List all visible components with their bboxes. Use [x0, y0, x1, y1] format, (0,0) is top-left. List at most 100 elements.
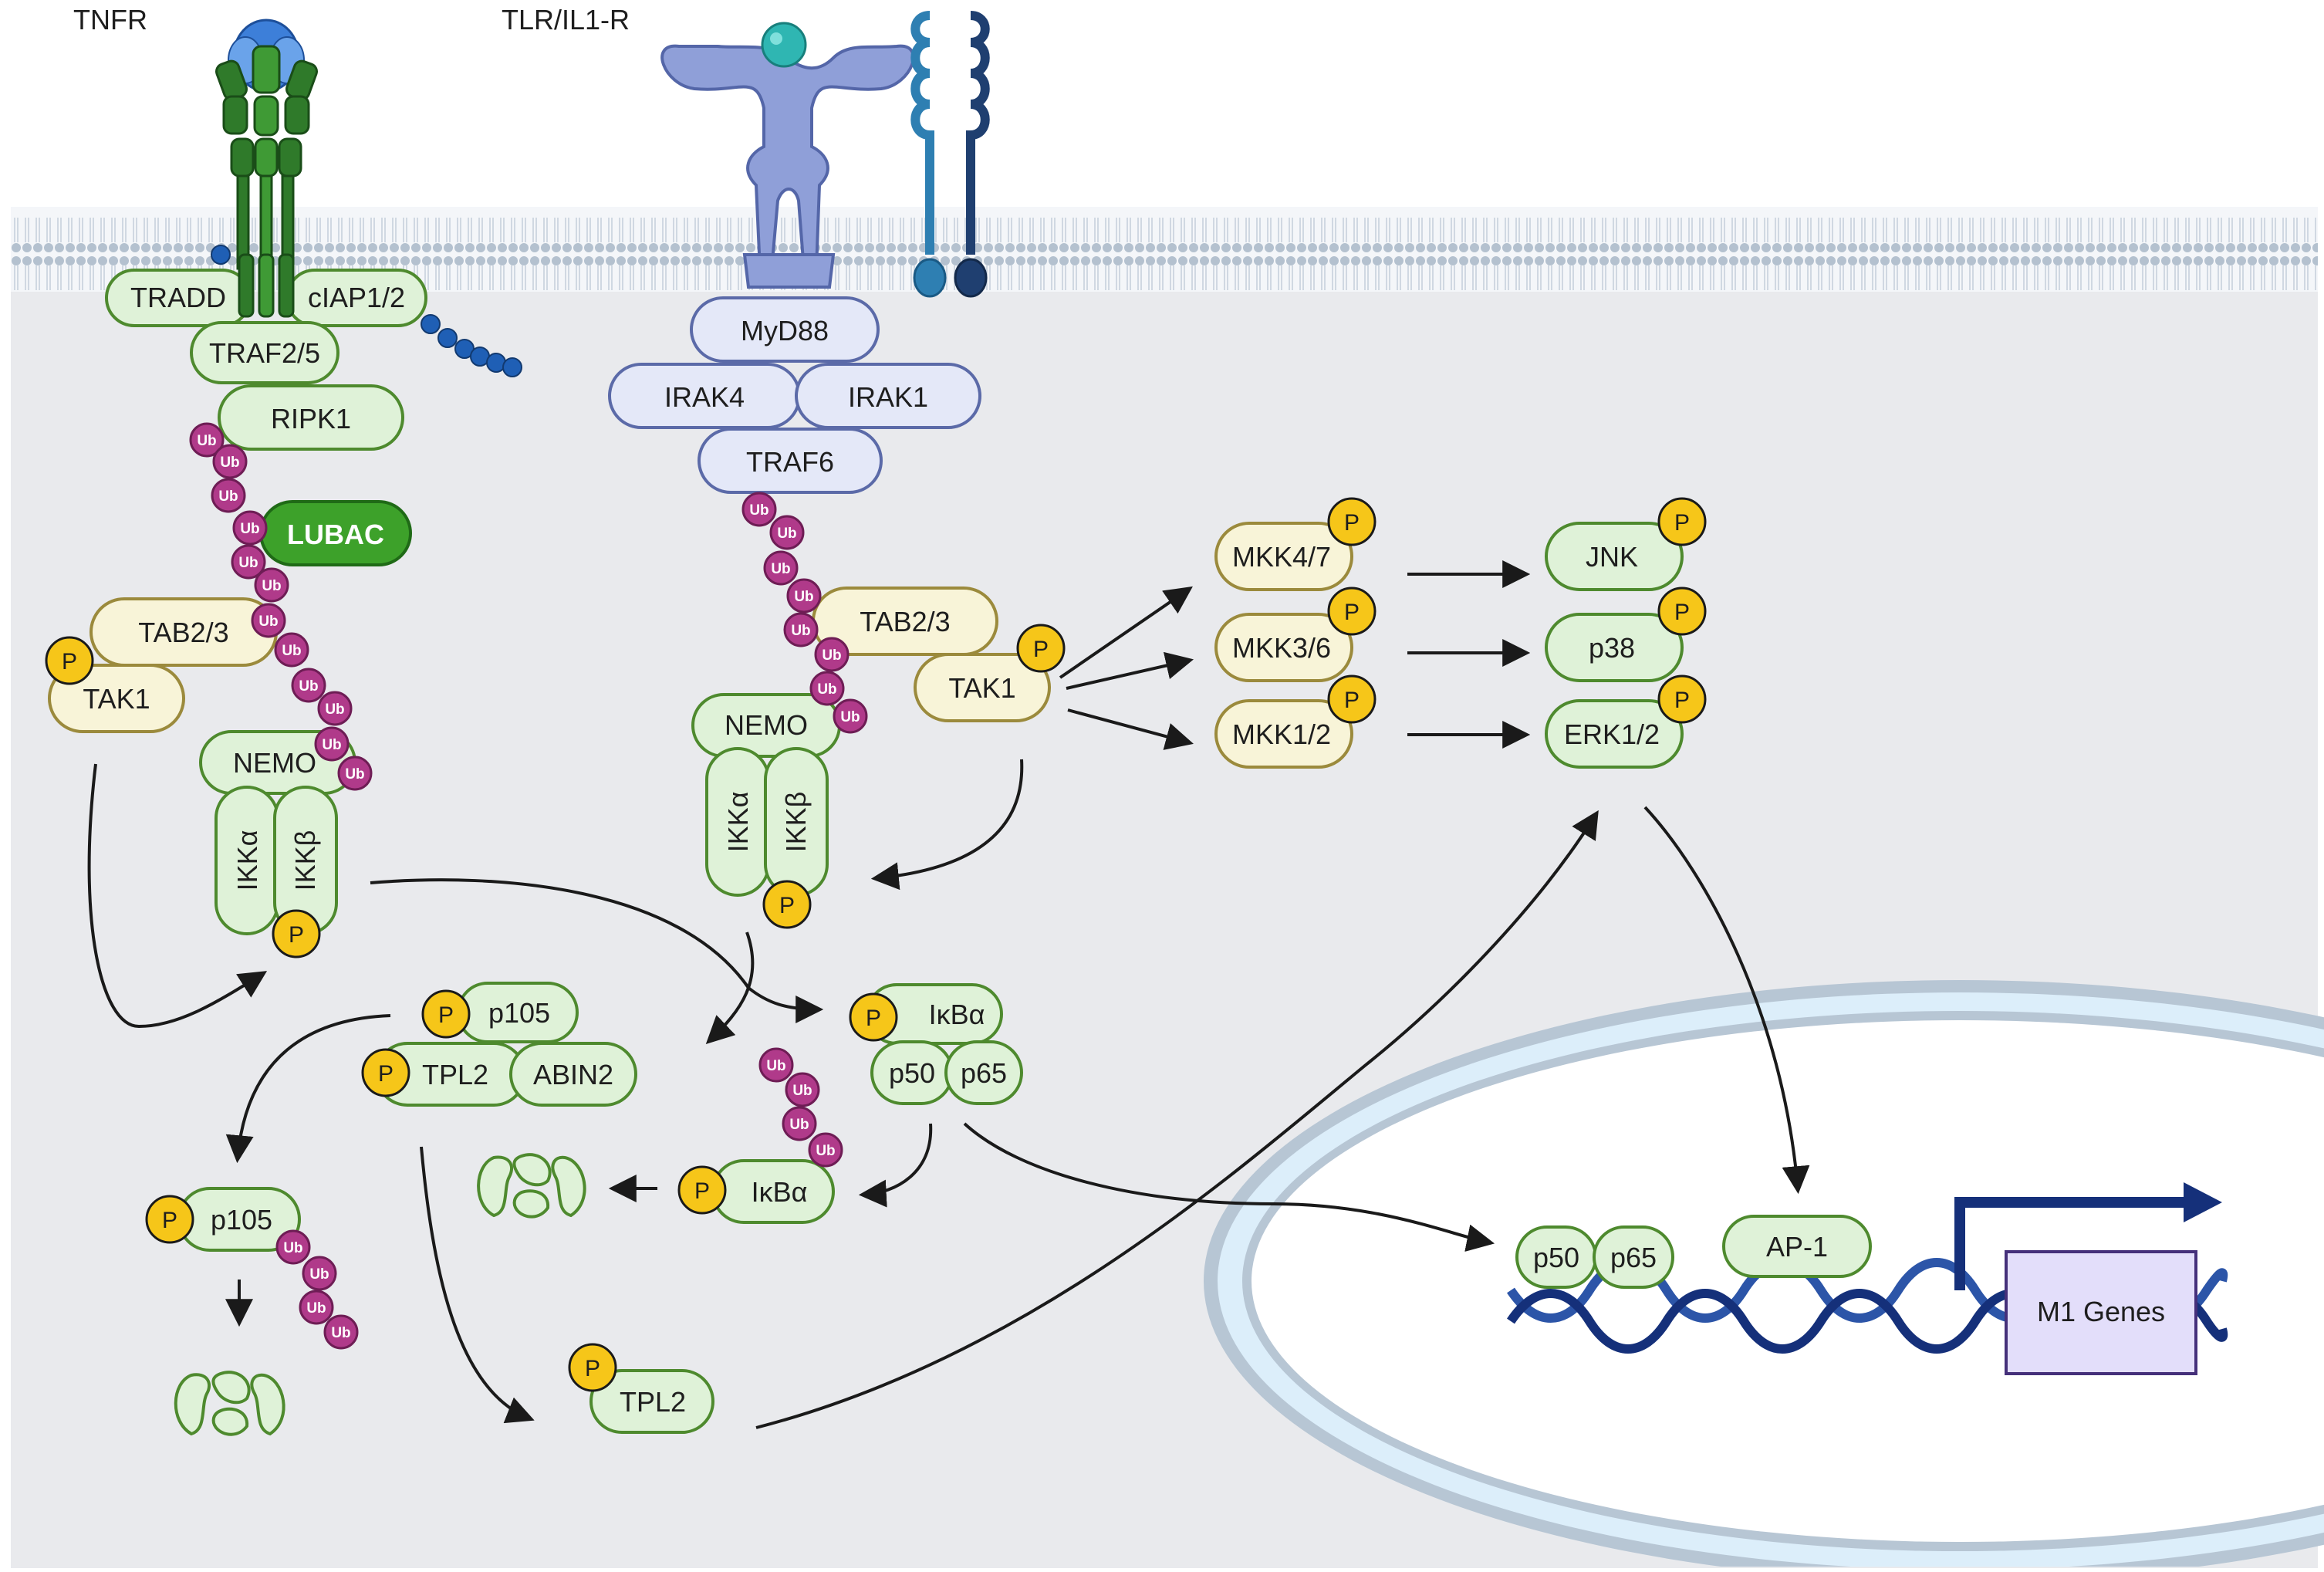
- ubiquitin-marker: Ub: [758, 1047, 794, 1083]
- mkk36-node: [1214, 613, 1353, 682]
- ubiquitin-label: Ub: [771, 561, 790, 577]
- phospho-marker: P: [1016, 624, 1066, 673]
- ubiquitin-marker: Ub: [317, 691, 353, 726]
- nuc-p65-label: p65: [1610, 1242, 1657, 1273]
- ubiquitin-marker: Ub: [763, 550, 799, 586]
- p65-node: [944, 1040, 1023, 1105]
- tpl2-label: TPL2: [422, 1059, 488, 1090]
- phospho-label: P: [866, 1006, 881, 1031]
- ubiquitin-marker: Ub: [786, 578, 822, 614]
- jnk-node: [1545, 522, 1684, 591]
- ciap-ubiquitin-chain: [211, 245, 522, 377]
- tlr-ikkb-label: IKKβ: [780, 792, 812, 853]
- p38-node: [1545, 613, 1684, 682]
- p38-label: p38: [1589, 632, 1635, 664]
- phospho-marker: P: [272, 909, 321, 958]
- tlr-tak1-node: [914, 653, 1051, 722]
- ubiquitin-label: Ub: [240, 521, 259, 537]
- ubiquitin-label: Ub: [309, 1266, 329, 1283]
- tnfr-tak1-node: [48, 664, 185, 733]
- traf6-node: [698, 428, 883, 494]
- traf25-label: TRAF2/5: [209, 337, 320, 369]
- phospho-label: P: [1674, 510, 1690, 536]
- tpl2-free-label: TPL2: [620, 1386, 686, 1418]
- phospho-label: P: [1344, 688, 1360, 713]
- phospho-label: P: [585, 1356, 600, 1381]
- phospho-label: P: [162, 1208, 177, 1233]
- ubiquitin-marker: Ub: [785, 1072, 820, 1107]
- il1r-receptor: [910, 11, 990, 298]
- nuc-p50-label: p50: [1533, 1242, 1579, 1273]
- phospho-marker: P: [1657, 674, 1707, 724]
- tnfr-label: TNFR: [73, 4, 147, 35]
- tnfr-tab23-label: TAB2/3: [138, 617, 228, 648]
- p50-label: p50: [889, 1057, 935, 1089]
- ap1-node: [1722, 1215, 1872, 1278]
- erk12-label: ERK1/2: [1564, 718, 1660, 750]
- ubiquitin-marker: Ub: [275, 1229, 311, 1265]
- phospho-marker: P: [1657, 587, 1707, 636]
- ubiquitin-marker: Ub: [274, 632, 309, 668]
- myd88-label: MyD88: [741, 315, 829, 347]
- phospho-label: P: [438, 1002, 454, 1028]
- phospho-label: P: [1344, 600, 1360, 625]
- phospho-marker: P: [849, 992, 898, 1042]
- phospho-marker: P: [677, 1165, 727, 1215]
- phospho-label: P: [1033, 637, 1049, 662]
- proteasome-icon: [477, 1153, 586, 1219]
- mkk47-label: MKK4/7: [1232, 541, 1331, 573]
- erk12-node: [1545, 699, 1684, 769]
- ubiquitin-marker: Ub: [809, 671, 845, 706]
- ubiquitin-label: Ub: [325, 701, 344, 718]
- phospho-label: P: [1344, 510, 1360, 536]
- ubiquitin-marker: Ub: [251, 603, 286, 638]
- mkk12-label: MKK1/2: [1232, 718, 1331, 750]
- ubiquitin-label: Ub: [197, 433, 216, 449]
- p105-label: p105: [488, 997, 550, 1029]
- tnfr-ikkb-label: IKKβ: [289, 830, 321, 891]
- nucleus: [1204, 980, 2324, 1572]
- tnfr-receptor: [215, 19, 318, 270]
- tnfr-nemo-label: NEMO: [233, 747, 316, 779]
- phospho-label: P: [378, 1061, 394, 1087]
- nuc-p65-node: [1593, 1225, 1674, 1289]
- phospho-marker: P: [1327, 587, 1376, 636]
- phospho-marker: P: [361, 1048, 410, 1097]
- irak4-label: IRAK4: [664, 381, 745, 413]
- mkk12-node: [1214, 699, 1353, 769]
- ubiquitin-label: Ub: [345, 766, 364, 783]
- tnfr-ikka-label: IKKα: [231, 830, 263, 891]
- abin2-label: ABIN2: [533, 1059, 613, 1090]
- p105-ub-label: p105: [211, 1204, 272, 1236]
- irak1-label: IRAK1: [848, 381, 928, 413]
- ubiquitin-label: Ub: [238, 555, 258, 571]
- lubac-label: LUBAC: [287, 519, 384, 550]
- ubiquitin-marker: Ub: [211, 478, 246, 513]
- ubiquitin-marker: Ub: [337, 756, 373, 791]
- ubiquitin-label: Ub: [794, 589, 813, 605]
- ubiquitin-marker: Ub: [741, 492, 777, 527]
- ubiquitin-marker: Ub: [232, 510, 268, 546]
- cytoplasm-complexes: p105 TPL2 ABIN2 IκBα p50 p65 IκBα p105 T…: [177, 982, 1023, 1434]
- ubiquitin-label: Ub: [299, 678, 318, 695]
- ubiquitin-marker: Ub: [189, 422, 225, 458]
- ubiquitin-marker: Ub: [782, 1106, 817, 1141]
- ubiquitin-marker: Ub: [231, 544, 266, 580]
- m1-genes-label: M1 Genes: [2037, 1296, 2165, 1327]
- ubiquitin-label: Ub: [840, 709, 860, 725]
- phospho-marker: P: [568, 1343, 617, 1392]
- tlr-nemo-label: NEMO: [725, 709, 808, 741]
- tlr-tab23-label: TAB2/3: [860, 606, 950, 637]
- transcription-arrow: [1954, 1197, 2191, 1290]
- tlr-signaling-complex: MyD88 IRAK4 IRAK1 TRAF6 TAB2/3 TAK1 NEMO…: [608, 296, 1051, 897]
- phospho-marker: P: [45, 636, 94, 685]
- mkk36-label: MKK3/6: [1232, 632, 1331, 664]
- ubiquitin-marker: Ub: [212, 444, 248, 479]
- ubiquitin-label: Ub: [306, 1300, 326, 1317]
- pathway-arrows: [87, 560, 1810, 1429]
- ubiquitin-marker: Ub: [314, 726, 350, 762]
- traf25-node: [190, 321, 339, 384]
- phospho-label: P: [694, 1178, 710, 1204]
